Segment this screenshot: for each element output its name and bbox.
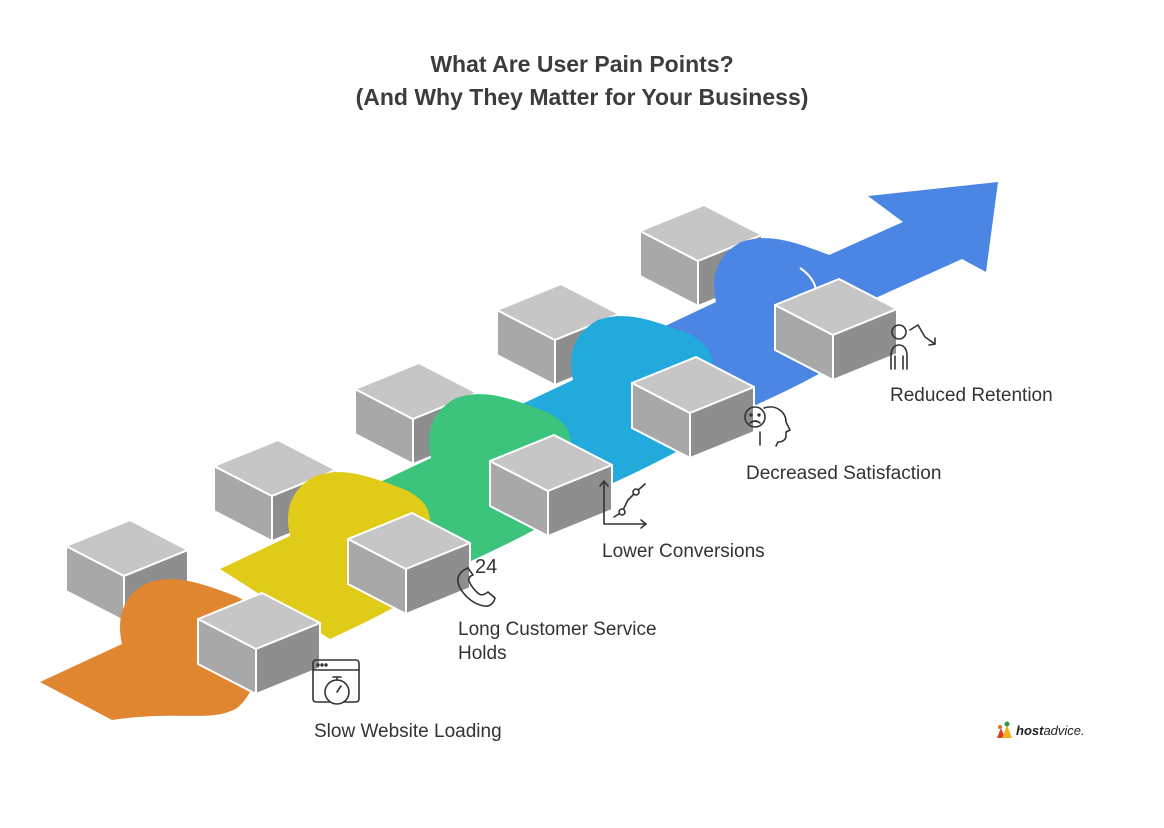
step-4-label: Decreased Satisfaction xyxy=(746,463,942,484)
step-2-label-line-1: Long Customer Service xyxy=(458,619,657,640)
page-title: What Are User Pain Points? (And Why They… xyxy=(0,48,1164,114)
step-5-label: Reduced Retention xyxy=(890,385,1053,406)
step-2-label-line-2: Holds xyxy=(458,643,507,664)
title-line-2: (And Why They Matter for Your Business) xyxy=(355,84,809,110)
title-line-1: What Are User Pain Points? xyxy=(430,51,734,77)
user-decline-icon xyxy=(890,324,936,370)
step-3-label: Lower Conversions xyxy=(602,541,765,562)
logo-mark-icon xyxy=(997,721,1012,738)
sad-face-head-icon xyxy=(744,406,791,447)
hostadvice-logo: hostadvice. xyxy=(994,718,1085,742)
stopwatch-browser-icon xyxy=(312,659,360,705)
phone-24-icon: 24 xyxy=(457,556,497,607)
phone-24-text: 24 xyxy=(475,556,497,578)
logo-word-rest: advice. xyxy=(1043,722,1085,738)
logo-word-bold: host xyxy=(1016,722,1044,738)
step-1-segment xyxy=(40,519,321,720)
line-chart-icon xyxy=(599,480,647,529)
logo-wordmark: hostadvice. xyxy=(1016,723,1085,738)
step-1-label: Slow Website Loading xyxy=(314,721,502,742)
step-5-segment xyxy=(639,204,898,405)
step-2-label: Long Customer Service Holds xyxy=(458,618,657,666)
